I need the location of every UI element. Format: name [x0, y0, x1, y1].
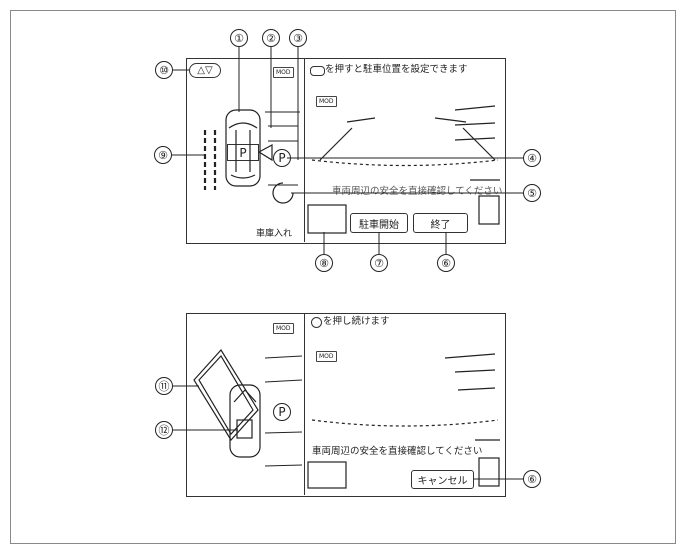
callout-9: ⑨: [154, 146, 172, 164]
screen2-instruction-icon: [311, 317, 322, 328]
callout-3: ③: [289, 29, 307, 47]
screen1-camera-guides: [311, 105, 500, 181]
toggle-view-button[interactable]: △▽: [189, 63, 221, 78]
screen1-right-guides: [265, 111, 300, 186]
callout-4: ④: [523, 149, 541, 167]
callout-1: ①: [230, 29, 248, 47]
screen1-instruction-icon: [310, 66, 325, 76]
callout-lines: [172, 47, 523, 480]
screen2-warning: 車両周辺の安全を直接確認してください: [312, 446, 483, 457]
screen2-camera-guides: [311, 353, 500, 441]
callout-6b: ⑥: [523, 470, 541, 488]
screen2-sensor-panel: [307, 461, 347, 489]
parking-position-marker[interactable]: P: [227, 144, 259, 161]
callout-12: ⑫: [155, 421, 173, 439]
screen1-instruction: を押すと駐車位置を設定できます: [325, 64, 468, 75]
callout-5: ⑤: [523, 184, 541, 202]
start-parking-button[interactable]: 駐車開始: [350, 213, 408, 233]
screen1-mod-icon[interactable]: MOD: [273, 67, 294, 78]
end-button[interactable]: 終了: [413, 213, 468, 233]
screen2-camera-mod-icon[interactable]: MOD: [316, 351, 337, 362]
screen1-warning: 車両周辺の安全を直接確認してください: [332, 186, 503, 197]
callout-10: ⑩: [155, 61, 173, 79]
screen2-sensor-indicator: [478, 457, 500, 487]
screen1-rotate-icon: [272, 182, 294, 204]
screen2-right-guides: [264, 355, 303, 467]
screen2-car-icon: [229, 384, 261, 458]
screen1-sensor-panel: [307, 204, 347, 234]
screen2-target-p-icon[interactable]: P: [273, 403, 291, 421]
figure-frame: [10, 10, 676, 544]
screen1-camera-mod-icon[interactable]: MOD: [316, 96, 337, 107]
screen2-divider: [304, 314, 306, 495]
callout-2: ②: [262, 29, 280, 47]
screen2-mod-icon[interactable]: MOD: [273, 323, 294, 334]
cancel-button[interactable]: キャンセル: [411, 470, 474, 489]
screen1-sensor-indicator: [478, 195, 500, 225]
screen1-pointer-arrow: [257, 143, 273, 162]
screen2-target-frame: [193, 349, 259, 441]
callout-7: ⑦: [370, 254, 388, 272]
callout-8: ⑧: [315, 254, 333, 272]
callout-6a: ⑥: [437, 254, 455, 272]
screen1-left-guides: [203, 130, 217, 190]
screen1-divider: [304, 59, 306, 242]
garage-parking-mode-label: 車庫入れ: [256, 229, 293, 239]
screen1-car-icon: [225, 109, 261, 187]
screen2-instruction: を押し続けます: [323, 316, 390, 327]
callout-11: ⑪: [155, 377, 173, 395]
